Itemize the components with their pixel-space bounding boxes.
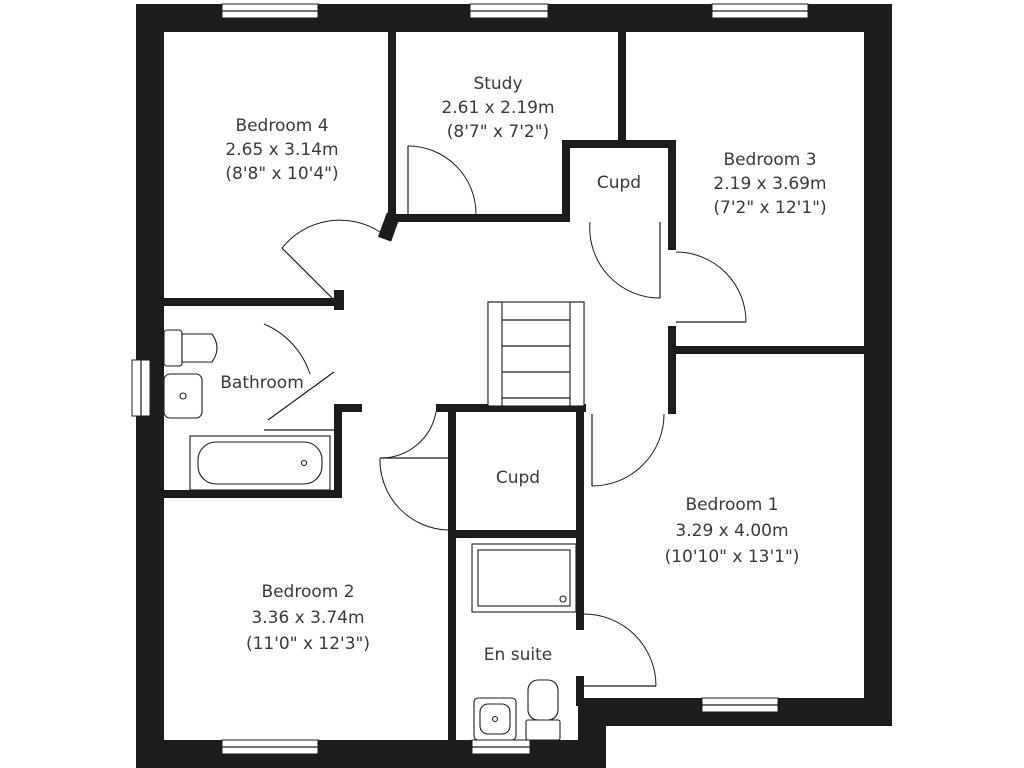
bedroom1-metric: 3.29 x 4.00m [675,521,788,541]
study-metric: 2.61 x 2.19m [441,98,554,118]
bedroom3-name: Bedroom 3 [723,150,816,170]
window-bathroom [131,359,151,417]
bedroom4-imperial: (8'8" x 10'4") [225,164,338,184]
window-study [469,3,549,19]
toilet-ensuite [525,679,561,741]
bedroom3-imperial: (7'2" x 12'1") [713,198,826,218]
door-bedroom4 [281,219,381,301]
cupd-lower-name: Cupd [496,468,540,488]
basin-ensuite [473,697,517,741]
bedroom2-name: Bedroom 2 [261,582,354,602]
bedroom1-imperial: (10'10" x 13'1") [665,547,800,567]
windows [131,3,809,755]
door-bathroom [263,323,335,431]
door-bedroom1 [591,413,665,487]
cupd-upper-name: Cupd [597,173,641,193]
bathroom-name: Bathroom [220,373,304,393]
staircase [487,301,585,407]
toilet-bathroom [163,329,218,367]
door-ensuite [583,613,657,687]
window-bedroom3 [711,3,809,19]
basin-bathroom [163,373,203,419]
shower [471,543,577,613]
door-cupd-upper [589,221,661,299]
study-name: Study [473,74,522,94]
study-imperial: (8'7" x 7'2") [447,122,549,142]
bath [189,435,331,491]
bedroom4-metric: 2.65 x 3.14m [225,140,338,160]
bedroom1-name: Bedroom 1 [685,495,778,515]
internal-walls [164,32,864,742]
fixtures [163,329,577,741]
window-bedroom2 [221,739,319,755]
bedroom2-imperial: (11'0" x 12'3") [246,634,370,654]
room-labels: Bedroom 4 2.65 x 3.14m (8'8" x 10'4") St… [220,74,826,665]
window-bedroom1 [701,697,779,713]
bedroom2-metric: 3.36 x 3.74m [251,608,364,628]
door-study [407,145,477,215]
door-cupd-lower [379,411,449,531]
doors [263,145,747,687]
ensuite-name: En suite [484,645,552,665]
door-bedroom3 [675,251,747,323]
window-ensuite [471,739,531,755]
bedroom3-metric: 2.19 x 3.69m [713,174,826,194]
window-bedroom4 [221,3,319,19]
bedroom4-name: Bedroom 4 [235,116,328,136]
